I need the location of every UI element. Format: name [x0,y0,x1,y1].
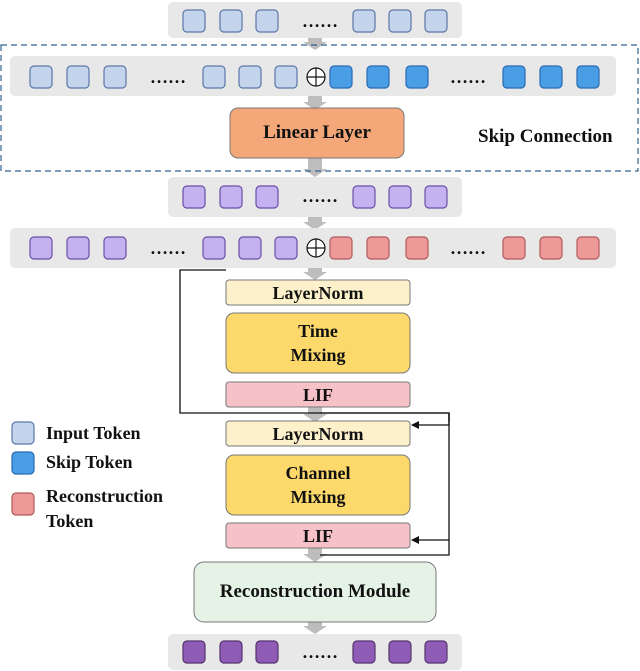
layernorm-box-2 [225,420,411,447]
reconstruction-module-box [193,561,437,623]
hidden-token-1 [182,185,206,209]
layernorm-label-2: LayerNorm [272,423,364,444]
skip-token-3 [405,65,429,89]
row4-hidden-token-1 [29,236,53,260]
row2-skip-ellipsis: …… [450,67,486,87]
flow-arrow-3 [308,156,322,169]
hidden-ellipsis: …… [302,186,338,206]
legend-input-token-swatch [11,421,35,445]
row4-hidden-token-6 [274,236,298,260]
reconstruction-token-3 [405,236,429,260]
input-token-2 [219,9,243,33]
output-token-3 [255,640,279,664]
time-mixing-label: Time Mixing [226,313,410,373]
lif-box-1 [225,381,411,408]
hidden-token-strip [168,177,462,217]
row4-hidden-token-4 [202,236,226,260]
lif-label-2: LIF [302,525,333,546]
flow-arrow-7 [308,547,322,554]
channel-mixing-line-1: Channel [285,463,351,483]
output-ellipsis: …… [302,642,338,662]
row2-input-token-1 [29,65,53,89]
skip-connection-label: Skip Connection [478,126,613,147]
lif-box-2 [225,522,411,549]
row4-hidden-token-5 [238,236,262,260]
time-mixing-box [225,312,411,374]
flow-arrow-5-head [303,272,327,280]
legend-input-token-label: Input Token [46,423,141,443]
output-token-1 [182,640,206,664]
skip-token-2 [366,65,390,89]
row4-reconstruction-ellipsis: …… [450,238,486,258]
row2-input-token-3 [103,65,127,89]
reconstruction-module-label: Reconstruction Module [219,581,411,602]
legend-skip-token-label: Skip Token [46,452,133,472]
output-token-4 [352,640,376,664]
hidden-token-4 [352,185,376,209]
skip-token-4 [502,65,526,89]
reconstruction-token-4 [502,236,526,260]
input-ellipsis: …… [302,11,338,31]
time-mixing-line-2: Mixing [290,345,346,365]
flow-arrow-7-head [303,554,327,562]
layernorm-box-1 [225,279,411,306]
flow-arrow-6-head [303,414,327,422]
input-token-5 [388,9,412,33]
output-token-5 [388,640,412,664]
row2-input-token-4 [202,65,226,89]
hidden-token-3 [255,185,279,209]
hidden-token-5 [388,185,412,209]
row2-input-token-6 [274,65,298,89]
input-token-3 [255,9,279,33]
channel-mixing-label: Channel Mixing [226,455,410,515]
input-token-6 [424,9,448,33]
lif-label-1: LIF [302,384,333,405]
linear-layer-label: Linear Layer [263,122,371,143]
residual-arrow-layernorm-2 [411,413,450,429]
flow-arrow-8-head [303,626,327,634]
row4-hidden-ellipsis: …… [150,238,186,258]
flow-arrow-1-head [303,42,327,50]
flow-arrow-1 [308,36,322,42]
residual-line-2 [320,412,450,556]
flow-arrow-2 [308,94,322,102]
skip-token-1 [329,65,353,89]
skip-token-5 [539,65,563,89]
legend-reconstruction-token-swatch [11,492,35,516]
hidden-token-2 [219,185,243,209]
flow-arrow-8 [308,620,322,626]
time-mixing-line-1: Time [298,321,338,341]
row4-hidden-token-3 [103,236,127,260]
channel-mixing-box [225,454,411,516]
output-token-6 [424,640,448,664]
legend-reconstruction-line-1: Reconstruction [46,486,163,506]
row2-input-token-2 [66,65,90,89]
input-token-1 [182,9,206,33]
reconstruction-token-6 [576,236,600,260]
legend-reconstruction-line-2: Token [46,511,94,531]
flow-arrow-2-head [303,102,327,110]
row2-input-ellipsis: …… [150,67,186,87]
input-token-4 [352,9,376,33]
row2-input-token-5 [238,65,262,89]
layernorm-label-1: LayerNorm [272,282,364,303]
skip-connection-region [0,44,639,172]
reconstruction-token-5 [539,236,563,260]
output-token-2 [219,640,243,664]
reconstruction-token-1 [329,236,353,260]
flow-arrow-3-head [303,169,327,177]
channel-mixing-line-2: Mixing [290,487,346,507]
row4-hidden-token-2 [66,236,90,260]
legend-skip-token-swatch [11,451,35,475]
legend-reconstruction-token-label: Reconstruction Token [46,484,163,534]
flow-arrow-6 [308,405,322,414]
flow-arrow-4-head [303,222,327,230]
linear-layer-box [229,107,405,159]
hidden-token-6 [424,185,448,209]
skip-token-6 [576,65,600,89]
reconstruction-token-2 [366,236,390,260]
